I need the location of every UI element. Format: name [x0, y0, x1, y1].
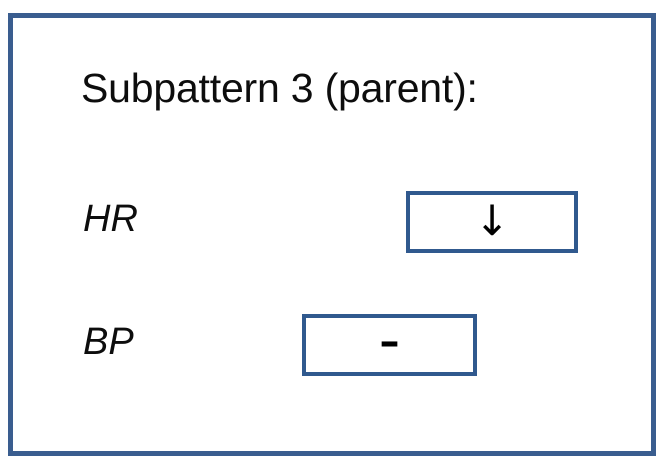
vital-label-hr: HR	[83, 198, 138, 240]
arrow-down-icon: ↓	[474, 196, 510, 245]
subpattern-panel: Subpattern 3 (parent): HR ↓ BP –	[8, 13, 656, 456]
page-title: Subpattern 3 (parent):	[81, 65, 478, 111]
vital-label-bp: BP	[83, 321, 134, 363]
vital-row-hr: HR ↓	[13, 190, 651, 260]
vital-value-box-bp[interactable]: –	[302, 314, 477, 376]
vital-value-box-hr[interactable]: ↓	[406, 191, 578, 253]
dash-icon: –	[379, 319, 400, 365]
vital-row-bp: BP –	[13, 313, 651, 383]
